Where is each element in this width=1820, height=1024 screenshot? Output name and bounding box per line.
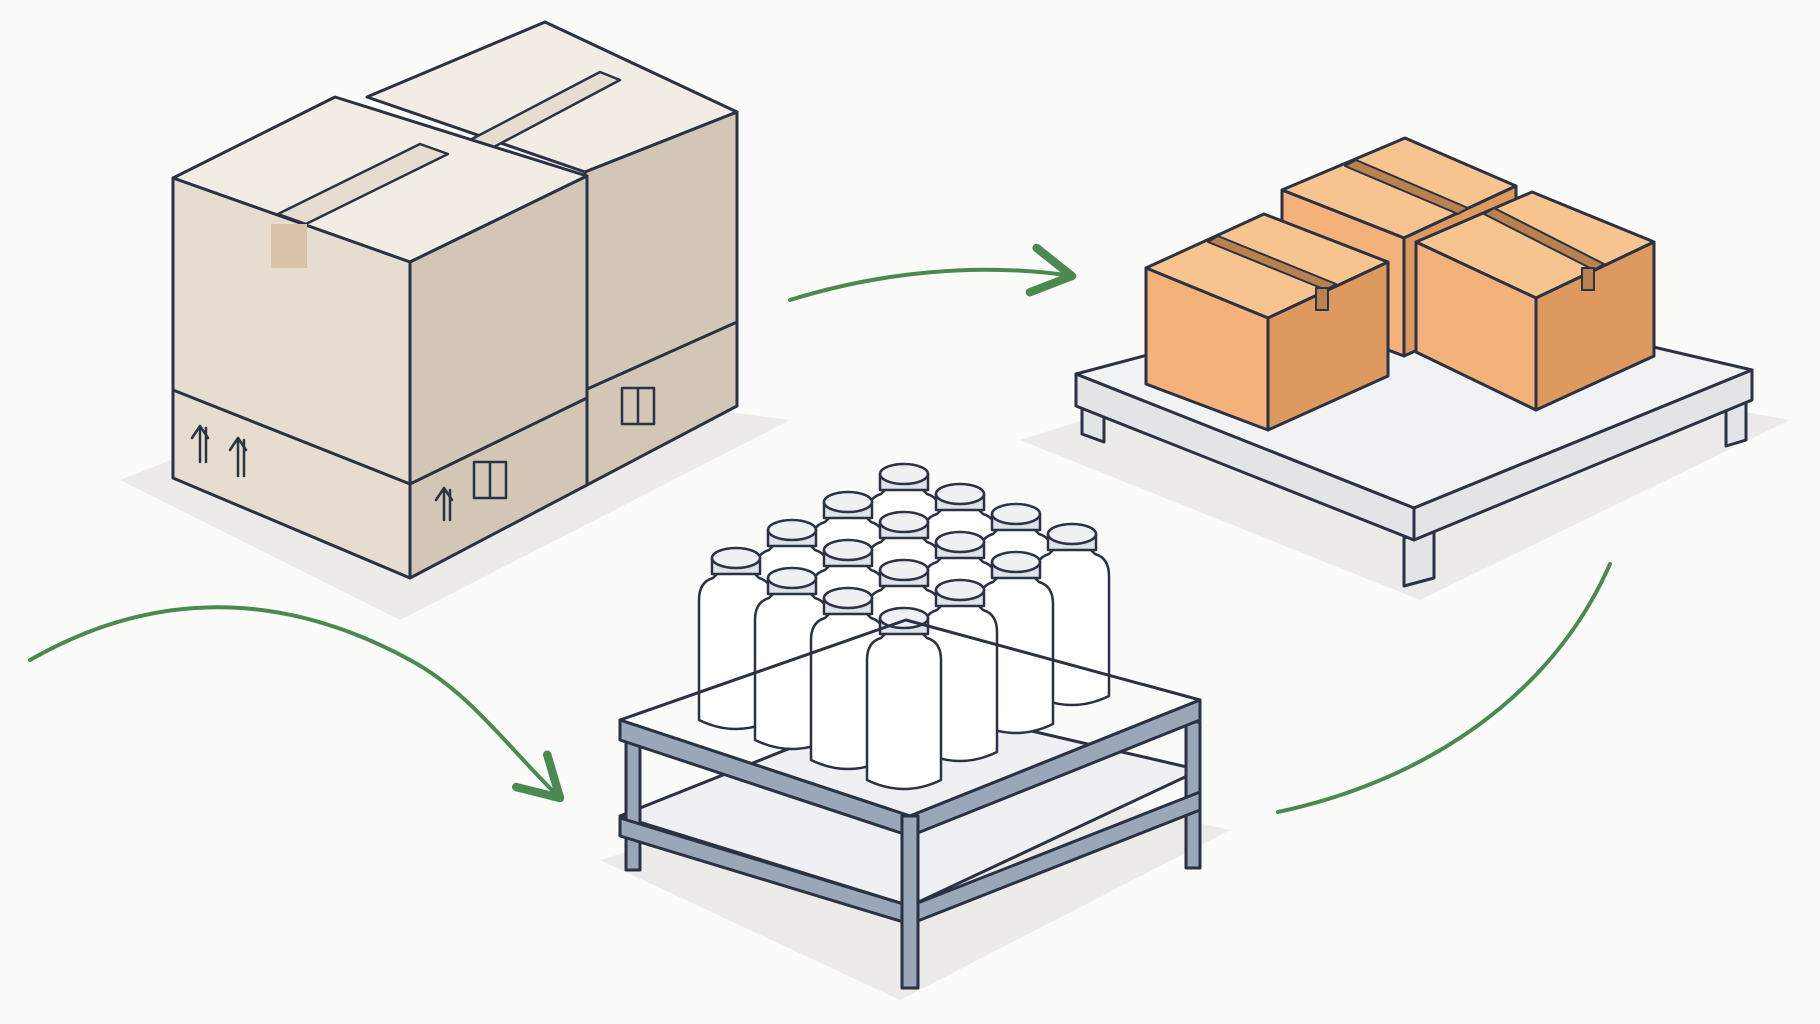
curved-arrow-icon-top (788, 243, 1077, 302)
curved-arrow-icon-right (1276, 562, 1612, 814)
box-front-tape (276, 142, 450, 226)
cardboard-stack (171, 20, 739, 580)
orange-box-front (1144, 212, 1390, 432)
bottle-cap-top (710, 546, 762, 570)
bottle-cap-top (934, 578, 986, 602)
this-way-up-arrow-side-icon (434, 486, 454, 522)
bottle-cap-top (878, 462, 930, 486)
flow-arrows (28, 243, 1612, 814)
bottle-cap-top (822, 490, 874, 514)
orange-box-front-tape (1207, 235, 1337, 291)
this-way-up-arrows-icon (190, 424, 248, 478)
box-back-band (584, 320, 738, 392)
box-front-band-face (172, 388, 411, 486)
bottle-cap-top (878, 558, 930, 582)
orange-box-front-side (1266, 260, 1390, 432)
bottle (977, 550, 1055, 735)
bottle-cap-top (934, 482, 986, 506)
orange-box-right (1414, 190, 1656, 412)
orange-box-back-tape (1344, 159, 1469, 215)
pallet-deck-side (1412, 368, 1754, 542)
bottle-body (865, 630, 943, 791)
rack-post-front (900, 814, 920, 990)
bottle-cap-top (878, 510, 930, 534)
orange-box-right-tab (1581, 267, 1595, 291)
orange-box-right-side (1534, 240, 1656, 412)
box-front-label (271, 224, 307, 268)
orange-box-front-tab (1315, 287, 1329, 311)
bottle-cap-top (990, 550, 1042, 574)
cardboard-box-front (171, 95, 589, 580)
bottle-cap-top (766, 518, 818, 542)
palletized-boxes (1074, 136, 1754, 588)
bottle-cap-top (934, 530, 986, 554)
package-symbol-icon (472, 460, 508, 500)
bottle-cap-top (822, 586, 874, 610)
box-front-side (408, 174, 589, 580)
bottle-cap-top (1046, 522, 1098, 546)
box-back-fragile-icon (620, 386, 656, 426)
bottle-group (697, 462, 1111, 791)
orange-box-right-tape (1483, 207, 1605, 271)
cardboard-box-back (365, 20, 739, 488)
bottle-rack (618, 462, 1202, 990)
bottle-cap-top (990, 502, 1042, 526)
bottle-cap-top (822, 538, 874, 562)
box-front-band-side (409, 396, 588, 486)
curved-arrow-icon-left (28, 605, 565, 803)
bottle-cap-top (766, 566, 818, 590)
rack-post-left (624, 738, 642, 872)
